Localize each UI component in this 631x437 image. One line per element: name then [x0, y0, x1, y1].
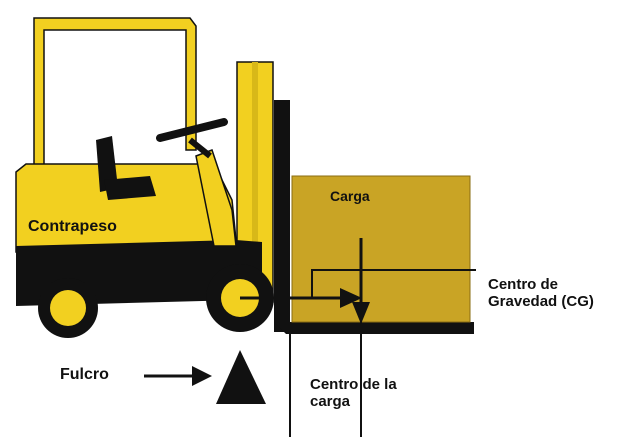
cg-label: Centro de Gravedad (CG): [488, 276, 594, 311]
cg-pointer-line: [311, 269, 476, 298]
overhead-guard: [33, 17, 197, 171]
cg-vertical-arrowhead: [352, 302, 370, 324]
load-label: Carga: [330, 188, 370, 204]
fulcrum-label: Fulcro: [60, 366, 109, 383]
cg-label-line2: Gravedad (CG): [488, 293, 594, 311]
steering-column: [188, 137, 212, 159]
carriage: [274, 100, 290, 332]
steering-wheel: [156, 118, 228, 142]
cg-label-line1: Centro de: [488, 276, 559, 293]
cg-horizontal-arrowhead: [340, 288, 362, 308]
rear-wheel: [38, 278, 98, 338]
fulcrum-arrowhead: [192, 366, 212, 386]
load-center-label-line1: Centro de la: [310, 376, 397, 393]
fulcrum-triangle: [216, 350, 266, 404]
load-box: [291, 175, 471, 323]
fork: [274, 322, 474, 334]
load-center-label: Centro de la carga: [310, 376, 397, 411]
counterweight-label: Contrapeso: [28, 218, 117, 235]
dashboard: [195, 149, 237, 247]
load-center-label-line2: carga: [310, 393, 351, 411]
seat: [96, 136, 156, 200]
